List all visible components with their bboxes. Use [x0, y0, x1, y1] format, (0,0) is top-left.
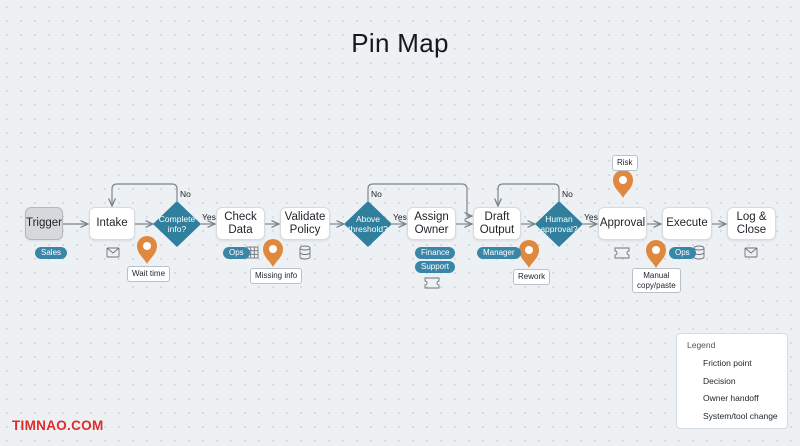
legend-item-decision: Decision — [703, 376, 736, 386]
branch-no-label: No — [371, 189, 382, 199]
decision-diamond-complete-info — [153, 201, 201, 247]
branch-yes-label: Yes — [393, 212, 407, 222]
decision-human-approval-label: Human approval? — [540, 214, 578, 234]
step-log-close[interactable]: Log & Close — [727, 207, 776, 240]
owner-pill-finance: Finance — [415, 247, 456, 259]
friction-pin-wait-time — [137, 236, 157, 264]
branch-no-label: No — [180, 189, 191, 199]
ticket-icon — [424, 277, 440, 289]
step-approval[interactable]: Approval — [598, 207, 647, 240]
legend-title: Legend — [687, 340, 716, 350]
friction-label-manual-copy: Manual copy/paste — [632, 268, 681, 293]
step-check-data[interactable]: Check Data — [216, 207, 265, 240]
branch-yes-label: Yes — [202, 212, 216, 222]
decision-above-threshold-label: Above threshold? — [348, 214, 388, 234]
owner-pill-sales: Sales — [35, 247, 68, 259]
envelope-icon — [106, 247, 120, 258]
step-execute[interactable]: Execute — [662, 207, 712, 240]
page-title: Pin Map — [351, 28, 449, 58]
decision-diamond-above-threshold — [344, 201, 392, 247]
loop-human-approval-no — [498, 183, 560, 206]
ticket-icon — [614, 247, 630, 259]
envelope-icon — [744, 247, 758, 258]
friction-pin-risk — [613, 170, 633, 198]
friction-pin-missing-info — [263, 239, 283, 267]
friction-label-rework: Rework — [513, 269, 551, 285]
owner-pill-manager: Manager — [477, 247, 521, 259]
owner-pill-ops: Ops — [669, 247, 696, 259]
loop-above-threshold-no — [367, 183, 472, 216]
loop-complete-info-no — [112, 183, 178, 206]
owner-pill-ops: Ops — [223, 247, 250, 259]
step-intake[interactable]: Intake — [89, 207, 135, 240]
friction-pin-rework — [519, 240, 539, 268]
step-draft-output[interactable]: Draft Output — [473, 207, 521, 240]
legend-panel: Legend Friction point Decision Owner han… — [676, 333, 788, 429]
friction-label-risk: Risk — [612, 155, 638, 171]
database-icon — [299, 245, 311, 260]
friction-label-wait-time: Wait time — [127, 266, 171, 282]
step-trigger[interactable]: Trigger — [25, 207, 63, 240]
legend-item-system: System/tool change — [703, 411, 778, 421]
decision-diamond-human-approval — [535, 201, 583, 247]
brand-watermark: TIMNAO.COM — [12, 418, 104, 433]
owner-pill-support: Support — [415, 261, 456, 273]
friction-label-missing-info: Missing info — [250, 268, 303, 284]
branch-yes-label: Yes — [584, 212, 598, 222]
legend-item-owner: Owner handoff — [703, 393, 759, 403]
branch-no-label: No — [562, 189, 573, 199]
step-validate-policy[interactable]: Validate Policy — [280, 207, 330, 240]
decision-complete-info-label: Complete info? — [158, 214, 196, 234]
step-assign-owner[interactable]: Assign Owner — [407, 207, 456, 240]
legend-item-friction: Friction point — [703, 358, 752, 368]
friction-pin-manual-copy — [646, 240, 666, 268]
